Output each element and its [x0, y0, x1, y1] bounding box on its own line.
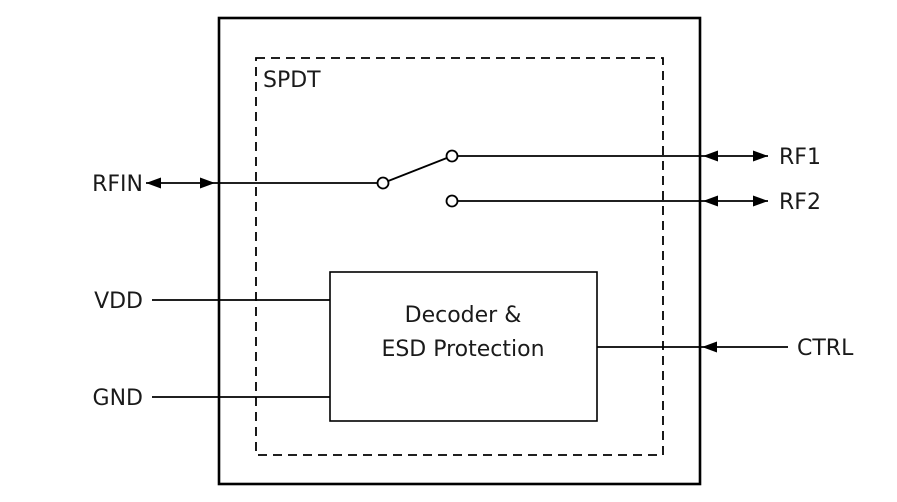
- ctrl-label: CTRL: [797, 336, 854, 361]
- gnd-label: GND: [93, 386, 143, 411]
- ctrl-arrow-left-icon: [702, 341, 717, 353]
- rf1-arrow-left-icon: [703, 150, 718, 162]
- chip-boundary-box: [217, 16, 702, 486]
- spdt-label: SPDT: [263, 68, 321, 93]
- decoder-label-line1: Decoder &: [405, 303, 522, 328]
- rfin-label: RFIN: [92, 172, 143, 197]
- decoder-block-box: [329, 271, 598, 422]
- rfin-arrow-left-icon: [146, 177, 161, 189]
- rf2-arrow-right-icon: [753, 195, 768, 207]
- rf1-label: RF1: [779, 145, 821, 170]
- rfin-arrow-right-icon: [200, 177, 215, 189]
- vdd-label: VDD: [94, 289, 143, 314]
- decoder-label-line2: ESD Protection: [381, 337, 544, 362]
- rf1-arrow-right-icon: [753, 150, 768, 162]
- rf2-label: RF2: [779, 190, 821, 215]
- switch-throw1-contact: [445, 149, 459, 163]
- switch-pole-contact: [376, 176, 390, 190]
- switch-arm: [387, 157, 448, 182]
- rf2-arrow-left-icon: [703, 195, 718, 207]
- spdt-dashed-boundary: [255, 57, 664, 456]
- switch-throw2-contact: [445, 194, 459, 208]
